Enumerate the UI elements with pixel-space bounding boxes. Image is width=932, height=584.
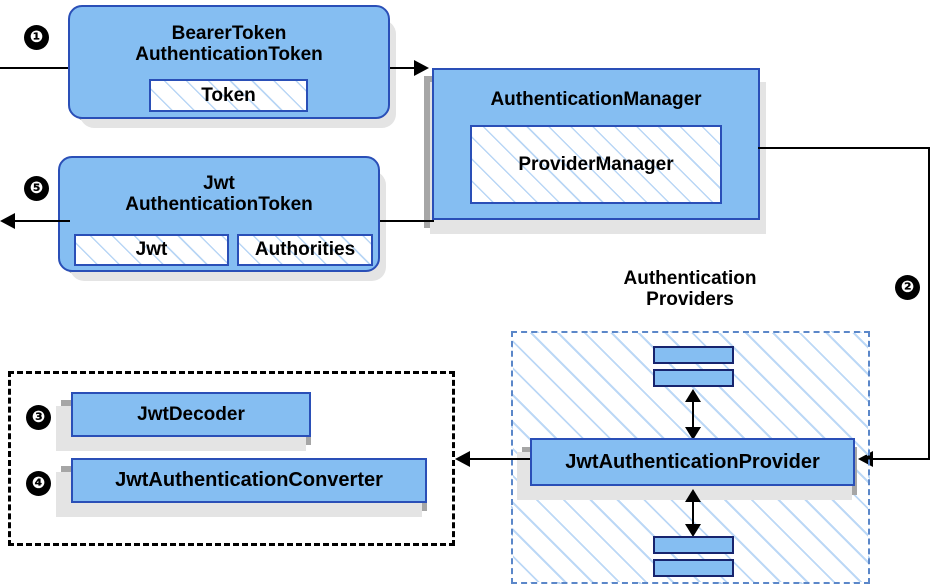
authentication-providers-label-line2: Providers (646, 289, 734, 311)
jwt-inner-authorities-label: Authorities (254, 239, 356, 260)
jwt-authentication-converter-label: JwtAuthenticationConverter (115, 469, 383, 492)
jwt-decoder-label: JwtDecoder (137, 403, 245, 425)
manager-to-jwt-token-line (380, 220, 434, 222)
node-bearer-token-inner-token[interactable]: Token (149, 79, 308, 112)
provider-to-decoder-arrowhead (455, 451, 470, 467)
manager-to-provider-vertical-line (928, 147, 930, 459)
authentication-providers-label: Authentication Providers (560, 268, 820, 311)
authentication-manager-title: AuthenticationManager (490, 89, 702, 110)
provider-stack-bottom-bar-2 (653, 559, 734, 577)
bearer-to-manager-line (390, 67, 418, 69)
provider-feed-line (872, 458, 930, 460)
node-jwt-inner-jwt[interactable]: Jwt (74, 234, 229, 266)
node-provider-manager[interactable]: ProviderManager (470, 125, 722, 204)
bearer-token-inner-label: Token (201, 84, 256, 106)
jwt-support-components-container[interactable] (8, 371, 455, 546)
outgoing-response-line (12, 220, 70, 222)
provider-stack-top-bar-2 (653, 369, 734, 387)
step-marker-4: ❹ (26, 471, 51, 496)
provider-stack-top-bar-1 (653, 346, 734, 364)
node-jwt-authentication-provider[interactable]: JwtAuthenticationProvider (530, 438, 855, 486)
step-marker-2: ❷ (895, 275, 920, 300)
bearer-to-manager-arrowhead (414, 60, 429, 76)
provider-bottom-link-arrow-down (685, 524, 701, 537)
manager-to-provider-top-line (758, 147, 930, 149)
jwt-authentication-provider-label: JwtAuthenticationProvider (565, 450, 820, 473)
jwt-token-line1: Jwt (203, 172, 235, 194)
node-jwt-inner-authorities[interactable]: Authorities (237, 234, 373, 266)
step-marker-3: ❸ (26, 405, 51, 430)
provider-bottom-link-arrow-up (685, 489, 701, 502)
outgoing-response-arrowhead (0, 213, 15, 229)
node-jwt-authentication-converter[interactable]: JwtAuthenticationConverter (71, 458, 427, 503)
provider-stack-bottom-bar-1 (653, 536, 734, 554)
node-jwt-decoder[interactable]: JwtDecoder (71, 392, 311, 437)
provider-manager-label: ProviderManager (518, 153, 674, 175)
jwt-inner-jwt-label: Jwt (135, 239, 168, 260)
bearer-token-line2: AuthenticationToken (135, 44, 323, 65)
provider-to-decoder-line (468, 458, 530, 460)
step-marker-5: ❺ (24, 176, 49, 201)
provider-top-link-line (692, 392, 694, 436)
provider-bottom-link-line (692, 492, 694, 534)
provider-top-link-arrow-down (685, 427, 701, 440)
provider-top-link-arrow-up (685, 389, 701, 402)
authentication-providers-label-line1: Authentication (623, 268, 757, 289)
incoming-request-line (0, 67, 68, 69)
jwt-token-line2: AuthenticationToken (125, 194, 313, 215)
step-marker-1: ❶ (24, 25, 49, 50)
bearer-token-line1: BearerToken (171, 22, 287, 44)
